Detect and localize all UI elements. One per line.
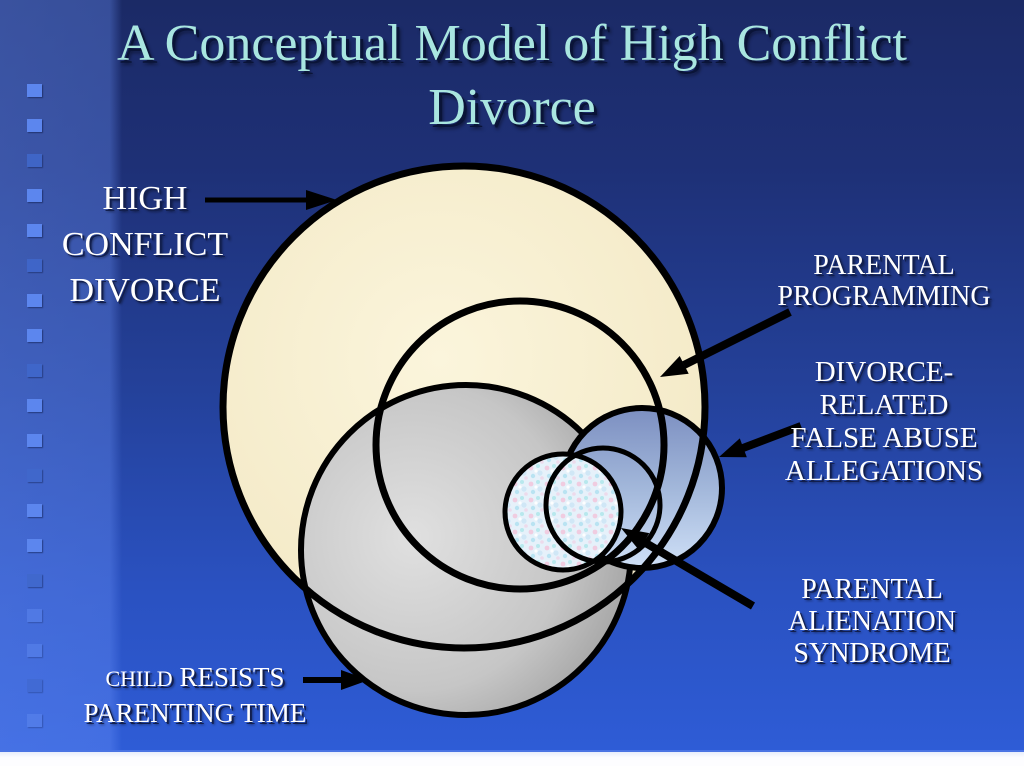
- circle-parental-alienation-syndrome: [502, 451, 624, 573]
- deco-square: [27, 539, 42, 552]
- arrow-parental-programming: [660, 308, 792, 377]
- deco-square: [27, 119, 42, 132]
- deco-square: [27, 154, 42, 167]
- deco-square: [27, 294, 42, 307]
- label-parental-programming: PARENTAL PROGRAMMING: [777, 250, 991, 312]
- deco-square: [27, 714, 42, 727]
- label-parental-alienation-syndrome: PARENTAL ALIENATION SYNDROME: [788, 574, 956, 669]
- deco-square: [27, 644, 42, 657]
- deco-square: [27, 364, 42, 377]
- arrow-false-abuse-allegations: [719, 422, 803, 458]
- label-high-conflict-divorce: HIGH CONFLICT DIVORCE: [61, 180, 229, 309]
- arrow-parental-alienation-syndrome: [621, 528, 756, 610]
- deco-square: [27, 84, 42, 97]
- deco-square: [27, 329, 42, 342]
- bottom-white-strip: [0, 752, 1024, 766]
- title-line-2: Divorce: [428, 79, 596, 136]
- square-column: [27, 84, 42, 749]
- deco-square: [27, 679, 42, 692]
- label-child-small-caps: CHILD: [105, 666, 173, 691]
- deco-square: [27, 189, 42, 202]
- deco-square: [27, 224, 42, 237]
- arrow-child-resists: [303, 670, 369, 690]
- deco-square: [27, 259, 42, 272]
- label-child-resists-parenting-time: CHILD RESISTS PARENTING TIME: [83, 662, 307, 728]
- slide: A Conceptual Model of High Conflict Divo…: [0, 0, 1024, 752]
- title-line-1: A Conceptual Model of High Conflict: [116, 15, 907, 72]
- arrow-high-conflict-divorce: [205, 190, 337, 210]
- deco-square: [27, 574, 42, 587]
- deco-square: [27, 399, 42, 412]
- deco-square: [27, 434, 42, 447]
- label-false-abuse-allegations: DIVORCE- RELATED FALSE ABUSE ALLEGATIONS: [784, 356, 984, 487]
- deco-square: [27, 504, 42, 517]
- deco-square: [27, 469, 42, 482]
- venn-diagram: [205, 162, 803, 718]
- ring-overlap: [543, 445, 663, 565]
- ring-parental-programming: [372, 297, 668, 593]
- left-decorative-band: [0, 0, 122, 750]
- outline-high-conflict-divorce: [219, 162, 709, 652]
- slide-title: A Conceptual Model of High Conflict Divo…: [0, 12, 1024, 140]
- deco-square: [27, 609, 42, 622]
